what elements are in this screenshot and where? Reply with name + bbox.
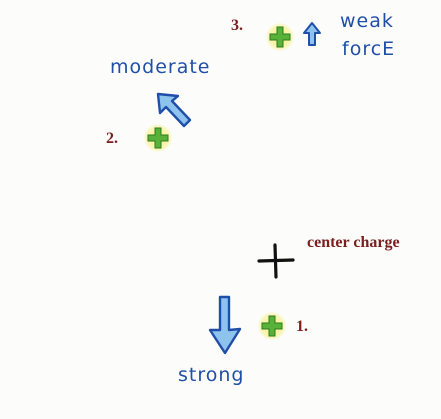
test-charge-3 xyxy=(266,23,294,51)
test-charge-2 xyxy=(144,124,172,152)
strong-force-label: strong xyxy=(178,364,245,386)
charge-number-2: 2. xyxy=(106,130,118,147)
weak-force-label-line1: weak xyxy=(340,10,394,32)
test-charge-1 xyxy=(258,312,286,340)
center-charge-plus-icon xyxy=(257,243,295,279)
green-plus-icon xyxy=(147,127,169,149)
arrow-down-icon xyxy=(208,295,242,355)
charge-number-1: 1. xyxy=(296,318,308,335)
green-plus-icon xyxy=(261,315,283,337)
arrow-up-icon xyxy=(303,22,321,46)
weak-force-label-line2: forcE xyxy=(342,38,396,60)
moderate-force-label: moderate xyxy=(110,56,211,78)
arrow-up-left-icon xyxy=(156,92,192,128)
green-plus-icon xyxy=(269,26,291,48)
center-charge-label: center charge xyxy=(307,234,400,251)
charge-number-3: 3. xyxy=(231,17,243,34)
